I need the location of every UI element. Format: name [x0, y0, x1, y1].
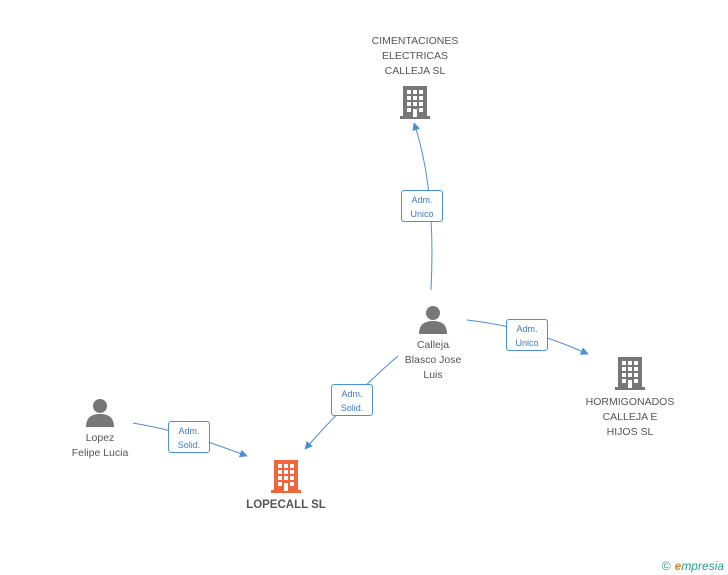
node-lopez-felipe-lucia[interactable]: Lopez Felipe Lucia	[52, 397, 148, 461]
edge-label-calleja-lopecall[interactable]: Adm. Solid.	[331, 384, 373, 416]
building-icon	[400, 86, 430, 119]
node-label: CIMENTACIONES ELECTRICAS CALLEJA SL	[371, 35, 459, 77]
building-icon	[615, 357, 645, 390]
node-label: Lopez Felipe Lucia	[71, 432, 129, 459]
empresia-brand[interactable]: ©empresia	[662, 559, 724, 573]
building-icon	[271, 460, 301, 493]
node-lopecall-sl[interactable]: LOPECALL SL	[226, 458, 346, 513]
copyright-icon: ©	[661, 559, 671, 573]
node-label: LOPECALL SL	[246, 499, 326, 511]
edge-label-calleja-cimentaciones[interactable]: Adm. Unico	[401, 190, 443, 222]
node-calleja-blasco-jose-luis[interactable]: Calleja Blasco Jose Luis	[385, 304, 481, 383]
node-cimentaciones-electricas-calleja[interactable]: CIMENTACIONES ELECTRICAS CALLEJA SL	[355, 34, 475, 120]
edge-label-calleja-hormigonados[interactable]: Adm. Unico	[506, 319, 548, 351]
node-label: HORMIGONADOS CALLEJA E HIJOS SL	[585, 396, 675, 438]
brand-initial: e	[674, 559, 682, 573]
person-icon	[86, 399, 114, 427]
node-hormigonados-calleja-e-hijos[interactable]: HORMIGONADOS CALLEJA E HIJOS SL	[570, 355, 690, 440]
node-label: Calleja Blasco Jose Luis	[404, 339, 462, 381]
brand-name: mpresia	[681, 559, 724, 573]
edge-label-lopez-lopecall[interactable]: Adm. Solid.	[168, 421, 210, 453]
person-icon	[419, 306, 447, 334]
